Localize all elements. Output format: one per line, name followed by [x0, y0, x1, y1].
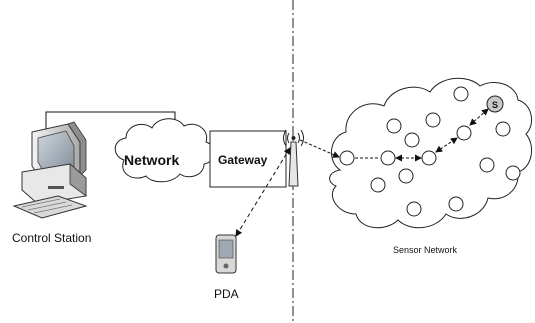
link-gateway-pda [235, 147, 291, 237]
sink-node [486, 95, 504, 113]
sensor-node [406, 201, 422, 217]
sensor-network-label: Sensor Network [393, 245, 458, 255]
sensor-node [425, 112, 441, 128]
sensor-node [404, 132, 420, 148]
antenna-icon [283, 129, 304, 187]
control-station-computer-icon [12, 121, 88, 219]
sensor-node [339, 150, 355, 166]
sensor-nodes [339, 86, 521, 217]
network-cloud [114, 118, 215, 183]
pda-label: PDA [214, 287, 239, 301]
sensor-node [479, 157, 495, 173]
sensor-node [421, 150, 437, 166]
sensor-node [398, 168, 414, 184]
gateway-label: Gateway [218, 153, 268, 167]
network-label: Network [124, 152, 179, 168]
sensor-node [386, 118, 402, 134]
sink-node-label: S [492, 100, 498, 110]
pda-icon [215, 234, 237, 274]
sensor-node [370, 177, 386, 193]
sensor-node [456, 125, 472, 141]
link-gateway-sensor [299, 139, 340, 158]
sensor-node [380, 150, 396, 166]
routing-path [355, 108, 489, 162]
sensor-node [448, 196, 464, 212]
sensor-node [495, 121, 511, 137]
sensor-node [505, 165, 521, 181]
control-station-label: Control Station [12, 231, 91, 245]
sensor-node [453, 86, 469, 102]
